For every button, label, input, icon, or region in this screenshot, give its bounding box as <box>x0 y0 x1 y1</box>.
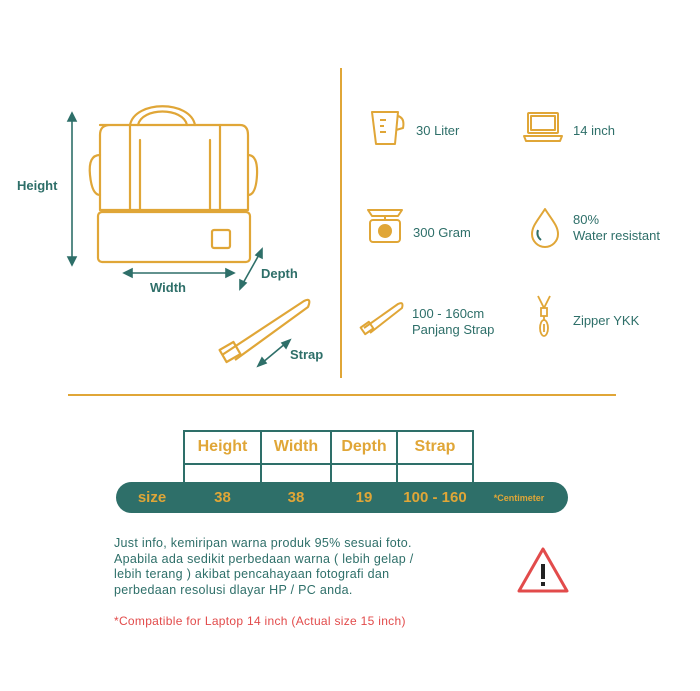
depth-label: Depth <box>261 266 298 281</box>
horizontal-divider <box>68 394 616 396</box>
feature-weight-text: 300 Gram <box>413 225 471 240</box>
size-value-strap: 100 - 160 <box>403 489 467 506</box>
feature-volume-text: 30 Liter <box>416 123 460 138</box>
size-row-label: size <box>137 489 167 506</box>
feature-strap-text: Panjang Strap <box>412 322 495 337</box>
water-drop-icon <box>531 208 559 248</box>
table-divider <box>330 430 332 482</box>
color-disclaimer: Just info, kemiripan warna produk 95% se… <box>114 536 494 598</box>
feature-volume: 30 Liter <box>416 123 459 139</box>
bag-illustration <box>66 105 311 368</box>
measuring-cup-icon <box>371 111 405 145</box>
feature-water-text: Water resistant <box>573 228 660 243</box>
strap-icon <box>359 302 404 336</box>
unit-note: *Centimeter <box>493 492 545 503</box>
table-top-border <box>183 430 474 432</box>
feature-water-percent: 80% <box>573 212 600 227</box>
table-divider <box>472 430 474 482</box>
size-row-bar <box>116 482 568 513</box>
table-header-height: Height <box>197 438 248 455</box>
strap-label: Strap <box>290 347 324 362</box>
table-divider <box>183 430 185 482</box>
table-header-width: Width <box>273 438 319 455</box>
size-value-height: 38 <box>214 489 231 506</box>
feature-laptop: 14 inch <box>573 123 615 139</box>
table-divider <box>260 430 262 482</box>
warning-triangle-icon <box>517 547 569 593</box>
feature-zipper-text: Zipper YKK <box>573 313 640 328</box>
size-value-width: 38 <box>287 489 305 506</box>
table-mid-border <box>183 463 474 465</box>
laptop-icon <box>523 112 563 142</box>
height-label: Height <box>17 178 58 193</box>
table-header-strap: Strap <box>414 438 456 455</box>
disclaimer-line: Just info, kemiripan warna produk 95% se… <box>114 536 412 550</box>
compatibility-note: *Compatible for Laptop 14 inch (Actual s… <box>114 614 406 628</box>
feature-water: 80% Water resistant <box>573 212 660 244</box>
table-header-depth: Depth <box>341 438 387 455</box>
feature-strap-length: 100 - 160cm <box>412 306 485 321</box>
vertical-divider <box>340 68 342 378</box>
disclaimer-line: Apabila ada sedikit perbedaan warna ( le… <box>114 551 414 566</box>
disclaimer-line: lebih terang ) akibat pencahayaan fotogr… <box>114 567 390 581</box>
width-label: Width <box>150 280 186 295</box>
feature-strap: 100 - 160cm Panjang Strap <box>412 306 494 338</box>
scale-icon <box>367 209 403 243</box>
zipper-icon <box>537 295 551 337</box>
feature-weight: 300 Gram <box>413 225 471 241</box>
disclaimer-line: perbedaan resolusi dlayar HP / PC anda. <box>114 582 353 597</box>
feature-zipper: Zipper YKK <box>573 313 639 329</box>
size-value-depth: 19 <box>355 489 373 506</box>
table-divider <box>396 430 398 482</box>
feature-laptop-text: 14 inch <box>573 123 615 138</box>
